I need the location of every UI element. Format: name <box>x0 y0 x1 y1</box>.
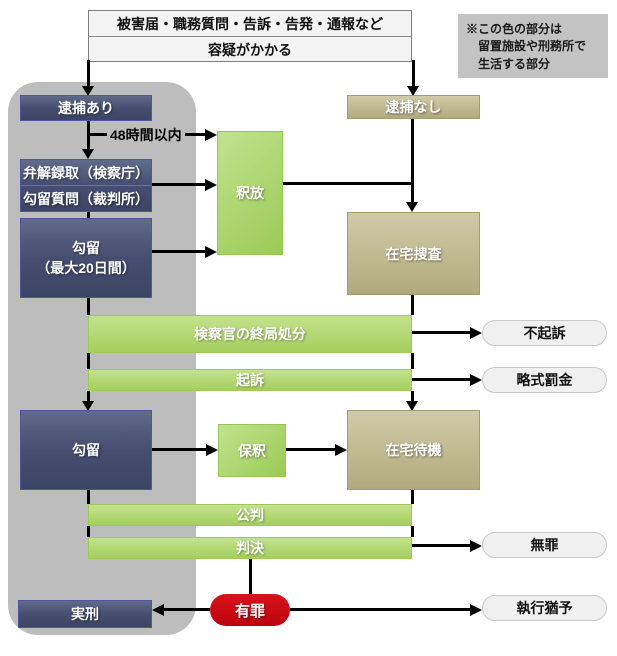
pill-suspended-sentence: 執行猶予 <box>482 595 607 621</box>
node-label: 在宅捜査 <box>385 245 442 262</box>
pill-non-indictment: 不起訴 <box>482 320 607 346</box>
connector-benkai-to-detention <box>87 211 90 218</box>
pill-summary-fine: 略式罰金 <box>482 367 607 393</box>
node-label: 保釈 <box>238 442 266 459</box>
arrowhead-right <box>205 129 217 141</box>
bar-judgment: 判決 <box>88 537 412 559</box>
node-label: 勾留 <box>72 442 100 458</box>
arrowhead-right <box>470 327 482 339</box>
connector-guilty-to-suspended <box>290 608 470 611</box>
label-48-hours: 48時間以内 <box>107 125 185 145</box>
node-arrest-no: 逮捕なし <box>347 95 480 119</box>
arrowhead-right <box>335 444 347 456</box>
connector-top-to-arrest-no <box>412 60 415 87</box>
bar-label: 起訴 <box>236 372 264 388</box>
arrowhead-down <box>82 86 94 96</box>
legend-note-line: 生活する部分 <box>478 56 551 71</box>
connector-judgment-to-not-guilty <box>412 544 470 547</box>
node-label: （最大20日間） <box>36 260 136 276</box>
arrowhead-left <box>152 604 164 616</box>
arrowhead-down <box>406 202 418 212</box>
node-label: 逮捕なし <box>385 99 442 115</box>
node-home-standby: 在宅待機 <box>347 410 480 490</box>
connector-indictment-to-detention2 <box>87 391 90 402</box>
node-detention2: 勾留 <box>20 410 152 490</box>
connector-trial-to-judgment <box>87 526 90 537</box>
bar-indictment: 起訴 <box>88 369 412 391</box>
bar-public-trial: 公判 <box>88 504 412 526</box>
node-label: 逮捕あり <box>58 100 114 116</box>
arrowhead-right <box>470 374 482 386</box>
connector-detention2-to-bail <box>152 448 206 451</box>
legend-note-line: ※この色の部分は <box>466 22 563 36</box>
bar-label: 検察官の終局処分 <box>194 326 306 342</box>
connector-indictment-to-home-standby <box>411 391 414 402</box>
node-label: 実刑 <box>71 606 99 622</box>
connector-detention2-to-trial <box>87 490 90 504</box>
connector-judgment-to-guilty <box>249 559 252 594</box>
bar-prosecutor-final-disposition: 検察官の終局処分 <box>88 315 412 353</box>
bar-label: 公判 <box>236 507 264 523</box>
connector-home-investigation-to-disposition <box>411 295 414 315</box>
connector-indictment-to-summary-fine <box>412 378 470 381</box>
arrowhead-down <box>406 401 418 411</box>
connector-benkai-to-release <box>152 183 205 186</box>
header-suspicion: 容疑がかかる <box>89 36 411 62</box>
connector-detention-to-disposition <box>87 298 90 315</box>
connector-home-standby-to-trial <box>411 490 414 504</box>
pill-label: 無罪 <box>530 537 559 553</box>
pill-not-guilty: 無罪 <box>482 532 607 558</box>
arrowhead-right <box>206 444 218 456</box>
connector-disposition-to-indictment <box>411 353 414 369</box>
node-label: 勾留 <box>72 240 100 256</box>
connector-guilty-to-prison <box>164 608 210 611</box>
arrowhead-right <box>470 604 482 616</box>
connector-release-to-home-investigation <box>283 182 413 185</box>
header-sources: 被害届・職務質問・告訴・告発・通報など <box>117 15 383 32</box>
connector-trial-to-judgment <box>411 526 414 537</box>
connector-disposition-to-non-indictment <box>412 331 470 334</box>
node-release: 釈放 <box>217 131 283 255</box>
node-label: 在宅待機 <box>385 442 442 458</box>
node-label: 釈放 <box>236 185 264 201</box>
node-guilty: 有罪 <box>210 594 290 626</box>
pill-label: 執行猶予 <box>516 600 573 616</box>
pill-label: 略式罰金 <box>516 372 573 388</box>
connector-bail-to-home-standby <box>286 448 335 451</box>
arrowhead-down <box>407 86 419 96</box>
node-detention-20days: 勾留 （最大20日間） <box>20 218 152 298</box>
connector-disposition-to-indictment <box>87 353 90 369</box>
header-box: 被害届・職務質問・告訴・告発・通報など 容疑がかかる <box>88 10 412 62</box>
connector-top-to-arrest-yes <box>87 60 90 87</box>
node-arrest-yes: 逮捕あり <box>20 95 152 121</box>
arrowhead-right <box>205 246 217 258</box>
node-bail: 保釈 <box>218 424 286 477</box>
node-label: 弁解録取（検察庁） <box>23 164 149 181</box>
pill-label: 不起訴 <box>523 325 566 341</box>
node-prison-sentence: 実刑 <box>18 600 152 628</box>
arrowhead-down <box>82 401 94 411</box>
node-label: 勾留質問（裁判所） <box>21 185 151 211</box>
legend-note: ※この色の部分は 留置施設や刑務所で 生活する部分 <box>458 14 608 78</box>
node-benkai-koryu: 弁解録取（検察庁） 勾留質問（裁判所） <box>20 159 152 212</box>
node-home-investigation: 在宅捜査 <box>347 212 480 295</box>
bar-label: 判決 <box>236 540 264 556</box>
arrowhead-right <box>470 540 482 552</box>
node-label: 有罪 <box>234 602 265 620</box>
legend-note-line: 留置施設や刑務所で <box>478 39 587 54</box>
connector-detention-to-release <box>152 250 205 253</box>
arrowhead-down <box>82 149 94 159</box>
arrowhead-right <box>205 179 217 191</box>
connector-arrest-no-to-home-investigation <box>411 119 414 203</box>
